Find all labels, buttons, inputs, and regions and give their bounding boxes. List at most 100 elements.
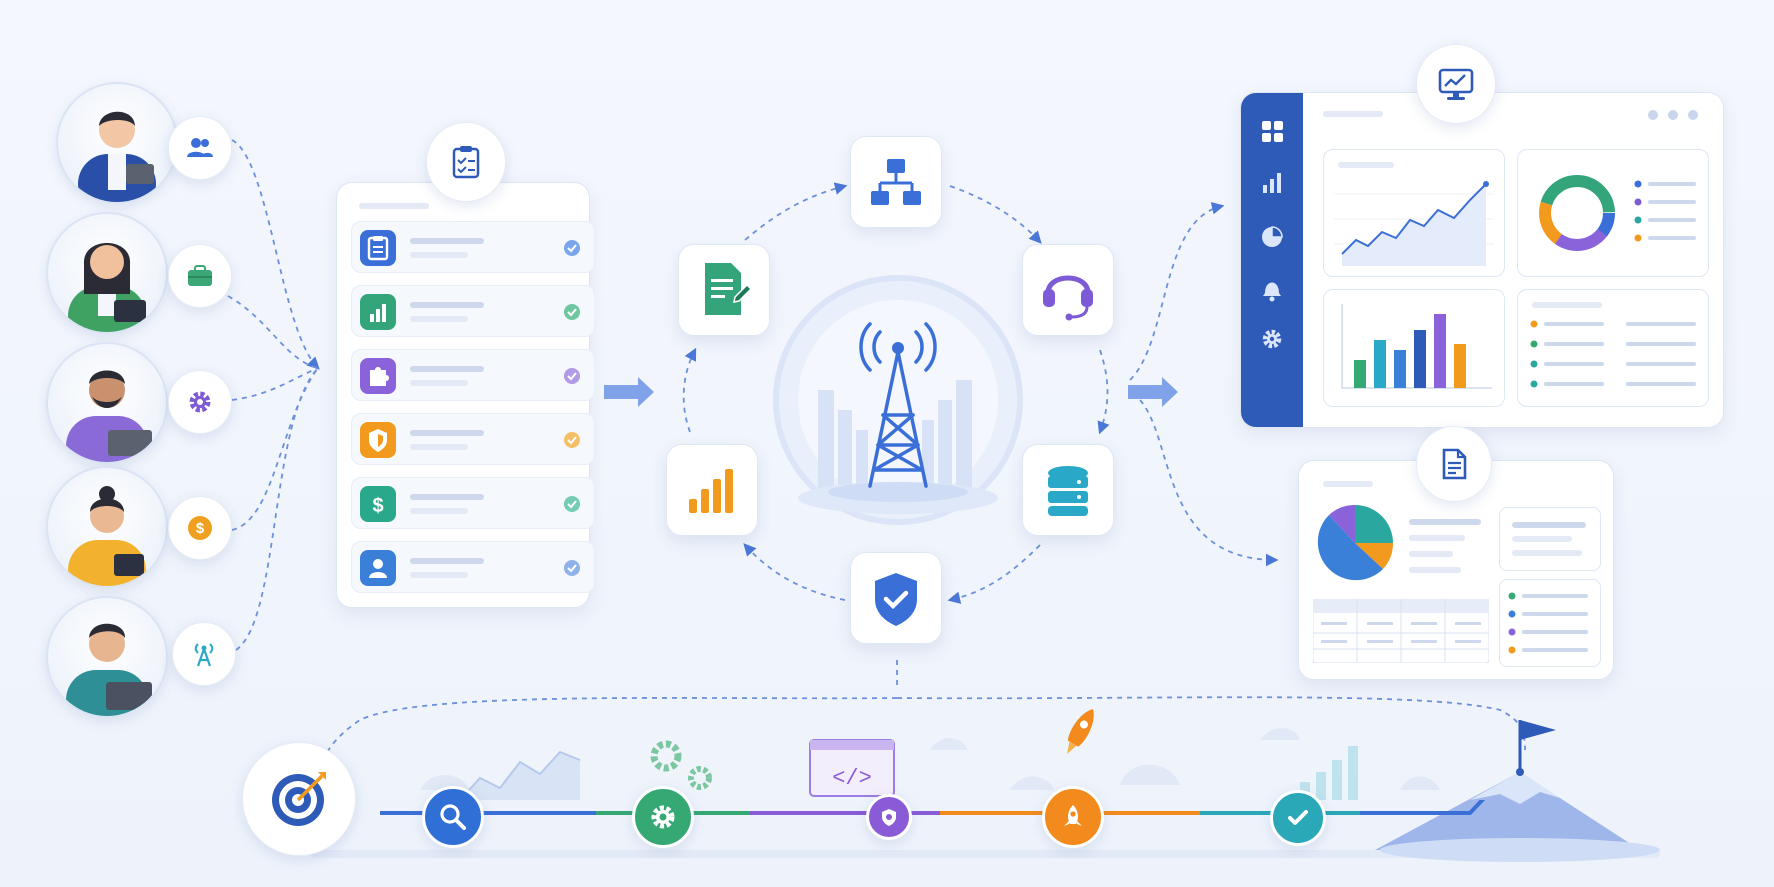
database-icon [1048, 466, 1088, 516]
checklist-item[interactable] [351, 349, 595, 401]
target-icon [272, 772, 326, 826]
persona-role-badge-3[interactable] [168, 370, 232, 434]
timeline-start-goal[interactable] [242, 742, 356, 856]
item-title-bar [410, 558, 484, 564]
clipboard-icon [452, 146, 480, 179]
briefcase-icon [188, 265, 212, 286]
bar-chart-panel [1323, 289, 1505, 407]
persona-role-badge-1[interactable] [168, 116, 232, 180]
person-illustration [66, 623, 152, 716]
check-circle-icon[interactable] [564, 496, 580, 512]
code-icon [882, 809, 896, 826]
persona-role-badge-5[interactable] [172, 622, 236, 686]
report-header-badge [1416, 426, 1492, 502]
window-dots [1647, 109, 1703, 121]
document-edit-icon [705, 263, 753, 315]
puzzle-icon [360, 358, 396, 394]
flag-icon [1520, 720, 1556, 740]
users-icon [187, 138, 213, 157]
milestone-develop[interactable] [866, 794, 912, 840]
item-subtitle-bar [410, 380, 468, 386]
bar-chart-icon [689, 469, 733, 513]
monitor-chart-icon [1438, 68, 1474, 100]
report-summary-box [1499, 507, 1601, 571]
bar-chart-icon [1263, 173, 1281, 193]
checklist-item[interactable] [351, 221, 595, 273]
check-circle-icon[interactable] [564, 240, 580, 256]
analytics-dashboard-card [1240, 92, 1724, 428]
check-circle-icon[interactable] [564, 368, 580, 384]
line-chart-panel [1323, 149, 1505, 277]
hub-node-analytics[interactable] [666, 444, 758, 536]
persona-avatar-1 [56, 82, 178, 204]
cell-tower-icon [798, 322, 998, 514]
dashboard-header-badge [1416, 44, 1496, 124]
column-chart [1341, 304, 1492, 389]
report-legend-box [1499, 579, 1601, 667]
gear-icon [189, 391, 211, 413]
card-header-bar [359, 203, 429, 209]
checklist-item[interactable] [351, 413, 595, 465]
checklist-item[interactable] [351, 285, 595, 337]
hierarchy-icon [871, 159, 921, 205]
bell-icon [1263, 282, 1281, 302]
svg-text:</>: </> [832, 766, 872, 791]
shield-check-icon [875, 573, 917, 626]
checklist-item[interactable]: $ [351, 477, 595, 529]
checklist-item[interactable] [351, 541, 595, 593]
bar-chart-icon [360, 294, 396, 330]
person-illustration [68, 486, 146, 586]
persona-avatar-5 [46, 596, 168, 718]
check-circle-icon[interactable] [564, 432, 580, 448]
svg-text:$: $ [372, 495, 383, 517]
hub-node-support[interactable] [1022, 244, 1114, 336]
item-subtitle-bar [410, 572, 468, 578]
antenna-icon [194, 643, 214, 667]
hub-node-database[interactable] [1022, 444, 1114, 536]
hub-node-hierarchy[interactable] [850, 136, 942, 228]
gear-icon [1262, 329, 1282, 349]
list-panel [1517, 289, 1709, 407]
milestone-configure[interactable] [632, 786, 694, 848]
person-illustration [68, 243, 146, 332]
dashboard-sidebar [1241, 93, 1303, 427]
rocket-icon [1064, 805, 1082, 826]
dollar-icon: $ [188, 516, 212, 540]
person-illustration [66, 370, 152, 462]
check-circle-icon[interactable] [564, 560, 580, 576]
report-pie-chart [1317, 504, 1394, 581]
persona-role-badge-4[interactable]: $ [168, 496, 232, 560]
headset-icon [1043, 275, 1093, 321]
check-icon [1288, 810, 1308, 825]
person-illustration [78, 111, 156, 202]
persona-avatar-4 [46, 466, 168, 588]
item-subtitle-bar [410, 316, 468, 322]
persona-avatar-2 [46, 212, 168, 334]
gear-icon [651, 805, 675, 829]
persona-avatar-3 [46, 342, 168, 464]
hub-node-security[interactable] [850, 552, 942, 644]
item-title-bar [410, 238, 484, 244]
svg-text:$: $ [196, 520, 205, 537]
search-icon [440, 804, 466, 830]
requirements-checklist-card: $ [336, 182, 595, 608]
dollar-icon: $ [360, 486, 396, 522]
item-subtitle-bar [410, 252, 468, 258]
item-title-bar [410, 430, 484, 436]
item-title-bar [410, 366, 484, 372]
check-circle-icon[interactable] [564, 304, 580, 320]
milestone-verify[interactable] [1270, 790, 1326, 846]
milestone-launch[interactable] [1042, 786, 1104, 848]
legend-list [1530, 320, 1696, 388]
dashboard-title-bar [1323, 111, 1383, 117]
donut-chart-panel [1517, 149, 1709, 277]
donut-legend [1634, 180, 1696, 242]
clipboard-icon [360, 230, 396, 266]
persona-role-badge-2[interactable] [168, 244, 232, 308]
checklist-header-badge [426, 122, 506, 202]
milestone-research[interactable] [422, 786, 484, 848]
item-subtitle-bar [410, 508, 468, 514]
donut-chart [1539, 175, 1615, 251]
hub-node-documents[interactable] [678, 244, 770, 336]
